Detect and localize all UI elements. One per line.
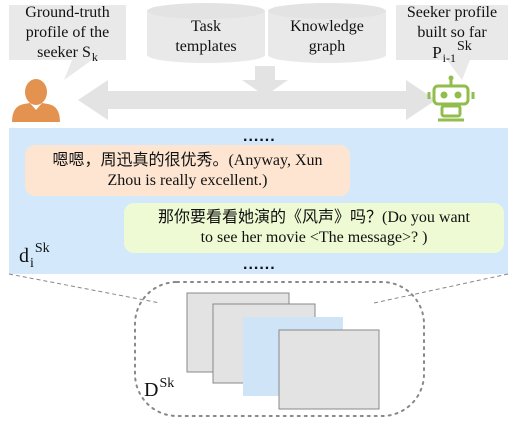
ground-truth-subscript: k [91, 49, 98, 64]
dialogue-var-sub: i [30, 256, 34, 271]
ground-truth-text: Ground-truth profile of the seeker S [25, 3, 110, 61]
task-templates-label: Task templates [147, 16, 265, 58]
ground-truth-profile-label: Ground-truth profile of the seeker Sk [9, 3, 126, 64]
seeker-profile-variable: Pi-1Sk [432, 39, 472, 65]
dialogue-collection [134, 281, 425, 417]
database-icon [268, 3, 386, 63]
knowledge-graph-text: Knowledge graph [290, 18, 364, 55]
recommender-utterance: 那你要看看她演的《风声》吗？(Do you want to see her mo… [158, 209, 470, 246]
dialogue-var-sup: Sk [34, 241, 50, 256]
dialogue-variable: diSk [19, 241, 50, 271]
dialogue-var: d [19, 245, 29, 267]
seeker-profile-var-sup: Sk [457, 39, 472, 54]
seeker-profile-label: Seeker profile built so far Pi-1Sk [396, 4, 508, 65]
seeker-profile-text: Seeker profile built so far [406, 4, 498, 41]
seeker-utterance: 嗯嗯，周迅真的很优秀。(Anyway, Xun Zhou is really e… [52, 151, 323, 189]
projection-line-right [373, 273, 509, 304]
seeker-profile-var: P [432, 43, 442, 62]
collection-variable: DSk [144, 376, 174, 403]
down-arrow [242, 66, 288, 96]
ellipsis-top: ...... [243, 128, 276, 145]
robot-icon [427, 75, 475, 122]
recommender-bubble [124, 203, 504, 253]
collection-var-sup: Sk [159, 376, 175, 391]
dialogue-card [278, 329, 380, 410]
projection-line-left [8, 273, 161, 304]
dialogue-stack [186, 292, 380, 410]
database-icon [147, 3, 265, 63]
seeker-profile-var-sub: i-1 [442, 51, 456, 65]
knowledge-graph-label: Knowledge graph [268, 16, 386, 58]
seeker-profile-callout [396, 5, 508, 80]
ground-truth-callout [9, 5, 126, 80]
task-templates-text: Task templates [175, 18, 237, 55]
person-icon [12, 79, 60, 122]
seeker-bubble [25, 145, 350, 196]
double-arrow [78, 80, 436, 120]
ellipsis-bottom: ...... [243, 256, 276, 273]
collection-var: D [144, 379, 159, 401]
